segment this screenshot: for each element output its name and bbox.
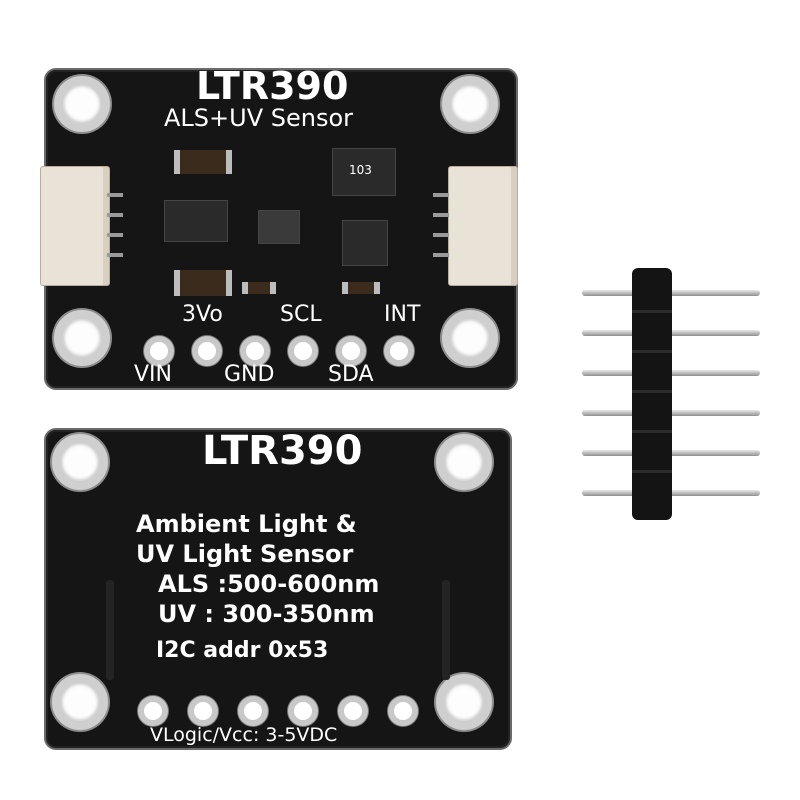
pin-label-int: INT	[384, 302, 421, 327]
pad-4	[288, 336, 318, 366]
stemma-connector-right	[433, 166, 518, 286]
ltr390-sensor-chip	[258, 210, 300, 244]
led-indicator	[242, 282, 276, 294]
mounting-hole-top-left	[54, 76, 110, 132]
mounting-hole-top-left	[52, 434, 108, 490]
pin-label-3vo: 3Vo	[182, 302, 223, 327]
male-header-pins	[582, 268, 762, 520]
capacitor-bottom	[174, 270, 232, 296]
board-subtitle: ALS+UV Sensor	[164, 104, 354, 132]
mounting-hole-bottom-left	[52, 674, 108, 730]
back-pad-5	[338, 696, 368, 726]
pad-6	[384, 336, 414, 366]
ic-marking: 103	[349, 163, 372, 177]
mounting-hole-top-right	[436, 434, 492, 490]
mounting-hole-bottom-right	[436, 674, 492, 730]
pad-2	[192, 336, 222, 366]
back-line-1: Ambient Light &	[136, 510, 357, 538]
pad-1	[144, 336, 174, 366]
resistor-network: 103	[332, 148, 396, 196]
back-pad-3	[238, 696, 268, 726]
mounting-hole-top-right	[442, 76, 498, 132]
pin-label-sda: SDA	[328, 362, 374, 387]
back-line-5: I2C addr 0x53	[156, 638, 329, 663]
mounting-hole-bottom-right	[442, 310, 498, 366]
back-title: LTR390	[202, 428, 363, 474]
pin-label-gnd: GND	[224, 362, 275, 387]
resistor-small	[342, 282, 380, 294]
pin-label-vin: VIN	[134, 362, 172, 387]
voltage-footer: VLogic/Vcc: 3-5VDC	[150, 724, 338, 746]
pin-label-scl: SCL	[280, 302, 322, 327]
sensor-board-front: LTR390 ALS+UV Sensor 103 3Vo SCL INT VIN…	[40, 64, 518, 390]
mounting-hole-bottom-left	[54, 310, 110, 366]
board-title: LTR390	[196, 64, 349, 108]
pad-3	[240, 336, 270, 366]
back-pad-1	[138, 696, 168, 726]
header-plastic-housing	[632, 268, 672, 520]
back-line-2: UV Light Sensor	[136, 540, 354, 568]
back-line-3: ALS :500-600nm	[158, 570, 380, 598]
pad-5	[336, 336, 366, 366]
level-shifter-chip	[342, 220, 388, 266]
regulator-chip	[164, 200, 228, 242]
stemma-connector-left	[40, 166, 123, 286]
sensor-board-back: LTR390 Ambient Light & UV Light Sensor A…	[44, 428, 512, 750]
capacitor-top	[174, 150, 232, 174]
back-line-4: UV : 300-350nm	[158, 600, 375, 628]
back-pad-2	[188, 696, 218, 726]
back-pad-4	[288, 696, 318, 726]
back-pad-6	[388, 696, 418, 726]
